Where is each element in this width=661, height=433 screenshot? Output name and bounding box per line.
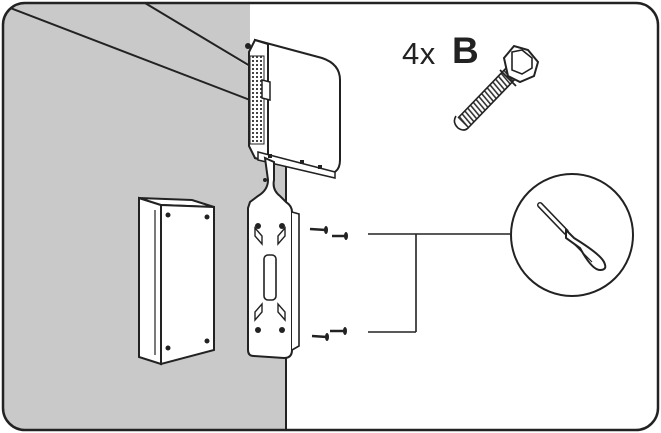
mounting-bracket [247, 156, 300, 360]
screw-b-icon [453, 44, 540, 131]
media-device [245, 38, 341, 179]
callout-connector [368, 233, 510, 333]
screw-count-label: 4x [402, 36, 436, 71]
screw-part-letter: B [452, 30, 479, 71]
screw-pair-top [309, 226, 348, 240]
screwdriver-icon [537, 202, 607, 272]
wall-box [138, 196, 215, 366]
screw-pair-bottom [311, 327, 347, 341]
